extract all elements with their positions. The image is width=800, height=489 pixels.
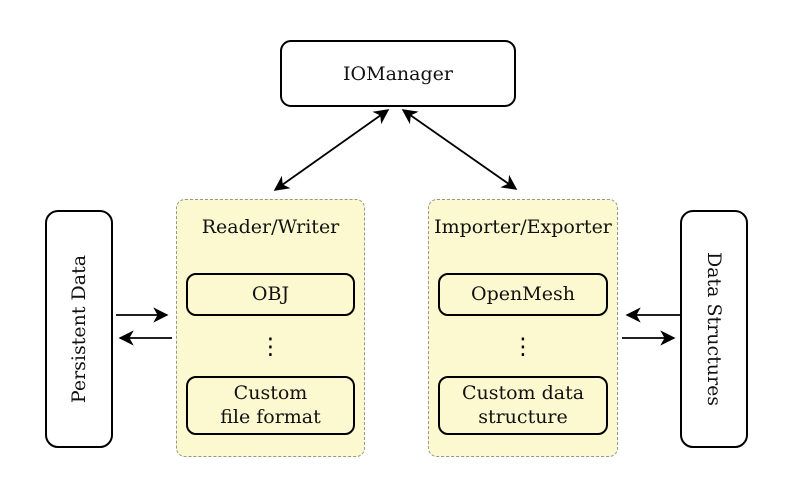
group-reader-writer-title: Reader/Writer [201, 216, 340, 238]
node-iomanager-label: IOManager [343, 62, 453, 85]
ellipsis-importer-exporter: ⋮ [511, 334, 535, 360]
node-persistent-data: Persistent Data [45, 210, 113, 448]
node-iomanager: IOManager [280, 40, 516, 107]
arrow-iomanager-importerexporter [401, 109, 518, 190]
arrow-iomanager-readerwriter [273, 109, 390, 191]
node-data-structures-label: Data Structures [703, 251, 725, 407]
node-data-structures: Data Structures [680, 210, 748, 448]
group-importer-exporter: Importer/Exporter OpenMesh ⋮ Custom data… [428, 199, 618, 457]
group-importer-exporter-title: Importer/Exporter [434, 216, 612, 238]
item-obj: OBJ [186, 273, 355, 316]
node-persistent-data-label: Persistent Data [68, 254, 90, 404]
item-custom-data-structure: Custom data structure [438, 376, 608, 435]
item-openmesh: OpenMesh [438, 273, 608, 316]
item-custom-file-format: Custom file format [186, 376, 355, 435]
group-reader-writer: Reader/Writer OBJ ⋮ Custom file format [176, 199, 365, 457]
ellipsis-reader-writer: ⋮ [259, 334, 282, 360]
